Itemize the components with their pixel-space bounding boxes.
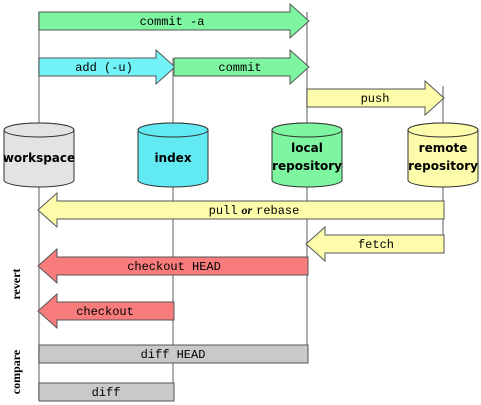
- fetch-arrow: fetch: [305, 225, 445, 263]
- workspace-label: workspace: [3, 151, 75, 165]
- local-repository-node: local repository: [271, 122, 343, 188]
- remote-repository-label-line1: remote: [419, 141, 468, 155]
- or-label: or: [241, 203, 252, 217]
- remote-repository-node: remote repository: [407, 122, 479, 188]
- commit-label: commit: [218, 61, 261, 75]
- local-repository-label-line1: local: [291, 141, 323, 155]
- diff-head-bar: diff HEAD: [38, 344, 309, 364]
- commit-a-label: commit -a: [140, 15, 205, 29]
- revert-section-label: revert: [9, 268, 23, 299]
- push-arrow: push: [306, 79, 445, 117]
- push-label: push: [361, 92, 390, 106]
- commit-a-arrow: commit -a: [38, 2, 310, 40]
- local-repository-label-line2: repository: [272, 159, 342, 173]
- commit-arrow: commit: [173, 48, 310, 86]
- diff-head-label: diff HEAD: [141, 348, 206, 362]
- index-node: index: [137, 122, 209, 188]
- remote-repository-label-line2: repository: [408, 159, 478, 173]
- fetch-label: fetch: [358, 238, 394, 252]
- add-u-arrow: add (-u): [38, 48, 176, 86]
- diff-bar: diff: [38, 382, 175, 402]
- add-u-label: add (-u): [75, 61, 133, 75]
- checkout-label: checkout: [76, 305, 134, 319]
- checkout-head-label: checkout HEAD: [127, 260, 221, 274]
- pull-label: pull: [209, 204, 238, 218]
- workspace-node: workspace: [3, 122, 75, 188]
- rebase-label: rebase: [256, 204, 299, 218]
- index-label: index: [154, 151, 191, 165]
- compare-section-label: compare: [9, 349, 23, 394]
- diff-label: diff: [92, 386, 121, 400]
- checkout-arrow: checkout: [37, 292, 175, 330]
- checkout-head-arrow: checkout HEAD: [37, 247, 309, 285]
